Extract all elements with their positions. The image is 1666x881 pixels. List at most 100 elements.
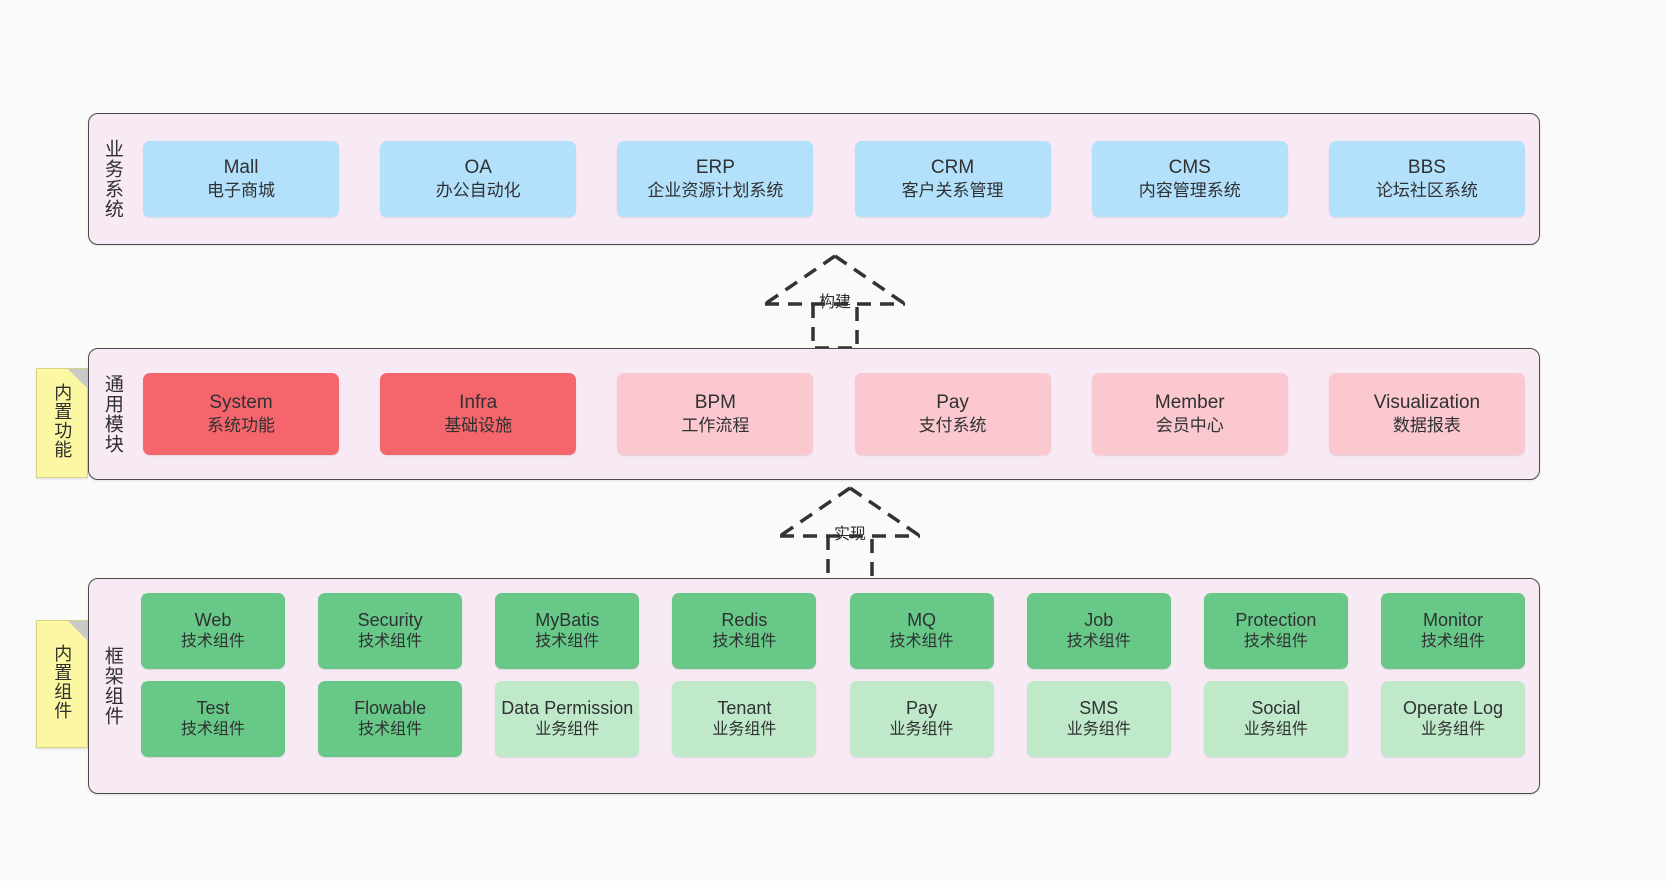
card-subtitle-cn: 技术组件 bbox=[535, 633, 600, 651]
framework-component-card-row1-0[interactable]: Web 技术组件 bbox=[141, 593, 285, 669]
framework-component-card-row1-4[interactable]: MQ 技术组件 bbox=[849, 593, 994, 669]
card-subtitle-cn: 电子商城 bbox=[207, 181, 275, 201]
layer-common-modules: 通用模块 System 系统功能 Infra 基础设施 BPM 工作流程 Pay 支付系统 Me… bbox=[88, 348, 1540, 480]
card-title-en: ERP bbox=[695, 156, 735, 178]
card-subtitle-cn: 业务组件 bbox=[1066, 721, 1131, 739]
card-title-en: Protection bbox=[1235, 610, 1317, 631]
card-subtitle-cn: 技术组件 bbox=[180, 721, 245, 739]
card-title-en: Monitor bbox=[1422, 610, 1483, 631]
card-subtitle-cn: 技术组件 bbox=[1243, 633, 1308, 651]
common-module-card-5[interactable]: Visualization 数据报表 bbox=[1328, 373, 1525, 455]
framework-component-card-row1-6[interactable]: Protection 技术组件 bbox=[1203, 593, 1348, 669]
card-title-en: Redis bbox=[721, 610, 768, 631]
connector-build: 构建 bbox=[745, 252, 925, 352]
layer-title-framework-components: 框架组件 bbox=[101, 646, 123, 726]
card-title-en: Operate Log bbox=[1402, 698, 1504, 719]
card-title-en: Social bbox=[1251, 698, 1301, 719]
business-system-card-3[interactable]: CRM 客户关系管理 bbox=[854, 141, 1051, 217]
card-title-en: Tenant bbox=[717, 698, 772, 719]
framework-component-card-row1-2[interactable]: MyBatis 技术组件 bbox=[495, 593, 640, 669]
card-title-en: Mall bbox=[223, 156, 259, 178]
card-subtitle-cn: 技术组件 bbox=[180, 633, 245, 651]
common-module-card-4[interactable]: Member 会员中心 bbox=[1091, 373, 1288, 455]
business-system-card-5[interactable]: BBS 论坛社区系统 bbox=[1328, 141, 1525, 217]
card-title-en: Security bbox=[357, 610, 423, 631]
layer-title-common-modules: 通用模块 bbox=[101, 374, 123, 454]
framework-component-card-row2-7[interactable]: Operate Log 业务组件 bbox=[1380, 681, 1525, 757]
layer-body-business-system: Mall 电子商城 OA 办公自动化 ERP 企业资源计划系统 CRM 客户关系管理 CMS 内容… bbox=[135, 114, 1539, 244]
framework-component-card-row1-3[interactable]: Redis 技术组件 bbox=[672, 593, 817, 669]
card-title-en: System bbox=[209, 391, 273, 413]
common-module-card-0[interactable]: System 系统功能 bbox=[143, 373, 339, 455]
common-module-card-3[interactable]: Pay 支付系统 bbox=[854, 373, 1051, 455]
card-subtitle-cn: 办公自动化 bbox=[435, 181, 521, 201]
layer-body-common-modules: System 系统功能 Infra 基础设施 BPM 工作流程 Pay 支付系统 Member 会… bbox=[135, 349, 1539, 479]
sticky-note-builtin-component: 内置组件 bbox=[36, 620, 88, 748]
card-title-en: Infra bbox=[459, 391, 498, 413]
card-subtitle-cn: 技术组件 bbox=[1420, 633, 1485, 651]
card-subtitle-cn: 会员中心 bbox=[1155, 416, 1224, 436]
card-title-en: CMS bbox=[1168, 156, 1211, 178]
business-system-card-4[interactable]: CMS 内容管理系统 bbox=[1091, 141, 1288, 217]
card-subtitle-cn: 业务组件 bbox=[535, 721, 600, 739]
layer-business-system: 业务系统 Mall 电子商城 OA 办公自动化 ERP 企业资源计划系统 CRM 客户关系管理… bbox=[88, 113, 1540, 245]
layer-title-business-system: 业务系统 bbox=[101, 139, 123, 219]
framework-component-card-row2-0[interactable]: Test 技术组件 bbox=[141, 681, 285, 757]
card-title-en: Pay bbox=[936, 391, 969, 413]
card-title-en: BBS bbox=[1407, 156, 1446, 178]
card-subtitle-cn: 系统功能 bbox=[207, 416, 275, 436]
framework-component-card-row1-1[interactable]: Security 技术组件 bbox=[318, 593, 463, 669]
framework-component-card-row1-5[interactable]: Job 技术组件 bbox=[1026, 593, 1171, 669]
card-subtitle-cn: 客户关系管理 bbox=[901, 181, 1004, 201]
card-subtitle-cn: 业务组件 bbox=[712, 721, 777, 739]
card-title-en: Web bbox=[194, 610, 232, 631]
card-subtitle-cn: 企业资源计划系统 bbox=[647, 181, 784, 201]
framework-component-card-row2-4[interactable]: Pay 业务组件 bbox=[849, 681, 994, 757]
framework-component-card-row2-5[interactable]: SMS 业务组件 bbox=[1026, 681, 1171, 757]
common-module-card-2[interactable]: BPM 工作流程 bbox=[617, 373, 814, 455]
card-title-en: Flowable bbox=[354, 698, 427, 719]
framework-component-card-row2-2[interactable]: Data Permission 业务组件 bbox=[495, 681, 640, 757]
connector-build-label: 构建 bbox=[818, 294, 852, 311]
card-title-en: BPM bbox=[694, 391, 736, 413]
business-system-card-2[interactable]: ERP 企业资源计划系统 bbox=[617, 141, 814, 217]
card-subtitle-cn: 工作流程 bbox=[681, 416, 750, 436]
card-subtitle-cn: 业务组件 bbox=[1243, 721, 1308, 739]
framework-component-card-row2-3[interactable]: Tenant 业务组件 bbox=[672, 681, 817, 757]
card-title-en: Job bbox=[1084, 610, 1114, 631]
card-subtitle-cn: 技术组件 bbox=[712, 633, 777, 651]
card-subtitle-cn: 数据报表 bbox=[1392, 416, 1461, 436]
card-subtitle-cn: 技术组件 bbox=[889, 633, 954, 651]
card-subtitle-cn: 技术组件 bbox=[358, 633, 423, 651]
card-subtitle-cn: 内容管理系统 bbox=[1138, 181, 1241, 201]
business-system-card-0[interactable]: Mall 电子商城 bbox=[143, 141, 339, 217]
connector-implement-label: 实现 bbox=[833, 526, 867, 543]
framework-component-card-row1-7[interactable]: Monitor 技术组件 bbox=[1380, 593, 1525, 669]
card-subtitle-cn: 业务组件 bbox=[889, 721, 954, 739]
common-module-card-1[interactable]: Infra 基础设施 bbox=[380, 373, 577, 455]
card-title-en: CRM bbox=[930, 156, 975, 178]
card-title-en: SMS bbox=[1079, 698, 1119, 719]
card-title-en: Data Permission bbox=[501, 698, 634, 719]
business-system-card-1[interactable]: OA 办公自动化 bbox=[380, 141, 577, 217]
sticky-note-builtin-function: 内置功能 bbox=[36, 368, 88, 478]
card-subtitle-cn: 论坛社区系统 bbox=[1375, 181, 1478, 201]
card-subtitle-cn: 基础设施 bbox=[444, 416, 513, 436]
framework-component-card-row2-6[interactable]: Social 业务组件 bbox=[1203, 681, 1348, 757]
card-title-en: Visualization bbox=[1373, 391, 1481, 413]
card-subtitle-cn: 技术组件 bbox=[1066, 633, 1131, 651]
card-title-en: MQ bbox=[907, 610, 937, 631]
card-subtitle-cn: 支付系统 bbox=[918, 416, 987, 436]
card-title-en: OA bbox=[464, 156, 492, 178]
card-subtitle-cn: 业务组件 bbox=[1420, 721, 1485, 739]
card-title-en: Test bbox=[196, 698, 230, 719]
card-title-en: Pay bbox=[906, 698, 938, 719]
card-title-en: Member bbox=[1154, 391, 1225, 413]
card-title-en: MyBatis bbox=[535, 610, 600, 631]
